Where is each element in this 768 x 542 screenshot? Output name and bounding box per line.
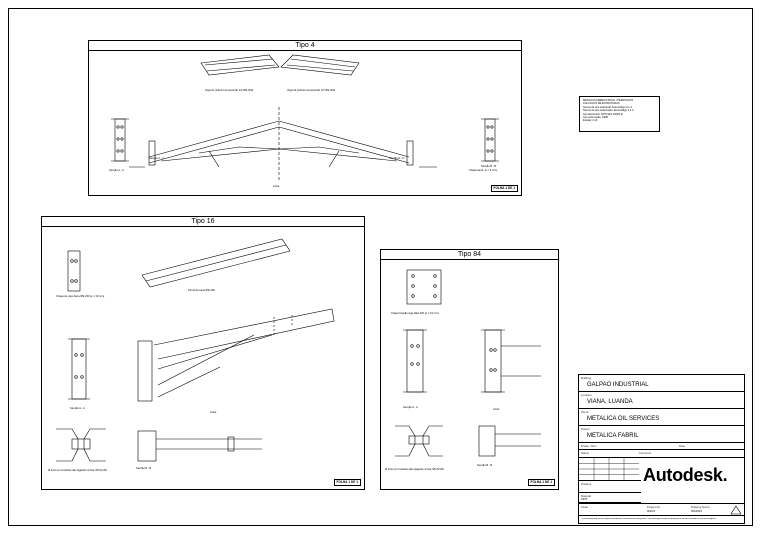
building-caption: Building [581, 376, 591, 380]
tipo84-drawing [395, 269, 541, 457]
panel-title: Tipo 84 [381, 250, 558, 260]
label-nota: Ø furos em furacões das ligações a fixar… [48, 469, 107, 472]
revision-triangle-icon [730, 505, 742, 515]
material-row: Material S275 [579, 493, 641, 503]
building-name: GALPAO INDUSTRIAL [587, 382, 649, 388]
client-row: Client METALICA OIL SERVICES [579, 409, 744, 426]
location-caption: Location [581, 393, 592, 397]
location-row: Location VIANA, LUANDA [579, 392, 744, 409]
status-row: Status Comment [579, 450, 744, 458]
project-row: Project METALICA FABRIL [579, 426, 744, 443]
label-corte: Corte [273, 185, 280, 188]
note-line: Aço Estrutural: S275 (EN 10025-2) [583, 112, 624, 116]
scale-caption: Scale [581, 505, 588, 509]
panel-tag: FOLHA 1 DE 1 [490, 185, 518, 192]
panel-tipo-84: Tipo 84 Chapa fixação viga HEA 260 [380, 249, 559, 490]
drawing-sheet-border [8, 8, 753, 526]
location-name: VIANA, LUANDA [587, 399, 633, 405]
panel-title: Tipo 16 [42, 217, 364, 227]
note-line: CALCULOS DE ESTRUTURAS [583, 102, 620, 106]
project-name: METALICA FABRIL [587, 433, 639, 439]
tipo4-drawing [111, 54, 499, 181]
autodesk-logo: Autodesk. [643, 465, 728, 485]
label-secao-a: Secção A - A [70, 407, 85, 410]
label-corte: Corte [210, 411, 217, 414]
logo-dot [740, 479, 744, 483]
drawing-no-value: 001/2023 [691, 510, 702, 513]
note-line: Norma de aço enformado: Eurocódigo 3 e 4 [583, 109, 634, 113]
label-chapa-topo: Chapa de topo Asna IPE 200 (e = 10 mm) [56, 295, 105, 298]
tipo16-drawing [56, 238, 335, 462]
note-line: Aço enformado: S280 [583, 116, 609, 120]
note-line: METALICA FABRIL/VISUAL / PERFIS DOS [583, 99, 634, 102]
building-row: Building GALPAO INDUSTRIAL [579, 375, 744, 392]
label-nota: Ø furos em furacões das ligações a fixar… [385, 468, 444, 471]
project-no-value: 001/23 [647, 510, 655, 513]
label-perfil-right: Vigia 02 (inferior da asna fab 1/3 IPE 2… [287, 89, 336, 92]
material-caption: Material [581, 494, 591, 498]
status-caption: Status [581, 451, 589, 455]
drawn-caption: Drawn / Rev [581, 444, 597, 448]
revision-grid [579, 458, 639, 480]
label-chapa: Chapa fixação viga HEA 260 (e = 16 mm) [391, 312, 439, 315]
label-secao-d: Secção D - D [389, 157, 405, 160]
label-secao-b: Secção B - B [136, 467, 152, 470]
note-line: Norma de aço estrutural: Eurocódigo 3 e … [583, 105, 632, 109]
material-value: S275 [581, 498, 588, 501]
drawing-row: Drawing [579, 480, 641, 493]
drawing-no-caption: Drawing Numb [691, 505, 710, 509]
client-name: METALICA OIL SERVICES [587, 416, 660, 422]
panel-tipo-16: Tipo 16 [41, 216, 365, 490]
label-perna: Perna da asna IPE 200 [188, 289, 215, 292]
general-notes: METALICA FABRIL/VISUAL / PERFIS DOS CALC… [579, 96, 660, 132]
date-caption: Date [679, 444, 685, 448]
numbers-row: Scale Project No. 001/23 Drawing Numb 00… [579, 503, 744, 516]
label-chapa: Chapa tamb. (e = 8 mm) [469, 169, 498, 172]
label-perfil-left: Vigia 01 (inferior da asna fab 1/3 IPE 2… [205, 89, 254, 92]
label-corte: Corte [493, 408, 500, 411]
label-secao-c: Secção C - C [149, 157, 165, 160]
title-block: Building GALPAO INDUSTRIAL Location VIAN… [578, 374, 745, 524]
label-secao-a: Secção A - A [403, 406, 418, 409]
footer-note: This drawing may not be copied, distribu… [581, 518, 717, 520]
label-secao-a: Secção A - A [109, 169, 124, 172]
comment-caption: Comment [639, 451, 652, 455]
project-caption: Project [581, 427, 590, 431]
project-no-caption: Project No. [647, 505, 661, 509]
drawn-row: Drawn / Rev Date [579, 443, 744, 450]
panel-tipo-4: Tipo 4 [88, 40, 522, 196]
panel-title: Tipo 4 [89, 41, 521, 51]
label-secao-b: Secção B - B [481, 165, 497, 168]
client-caption: Client [581, 410, 589, 414]
panel-tag: FOLHA 1 DE 1 [333, 479, 361, 486]
label-secao-b: Secção B - B [477, 464, 493, 467]
note-line: Escala: 1:10 [583, 119, 598, 123]
panel-tag: FOLHA 1 DE 1 [527, 479, 555, 486]
drawing-caption: Drawing [581, 482, 592, 486]
